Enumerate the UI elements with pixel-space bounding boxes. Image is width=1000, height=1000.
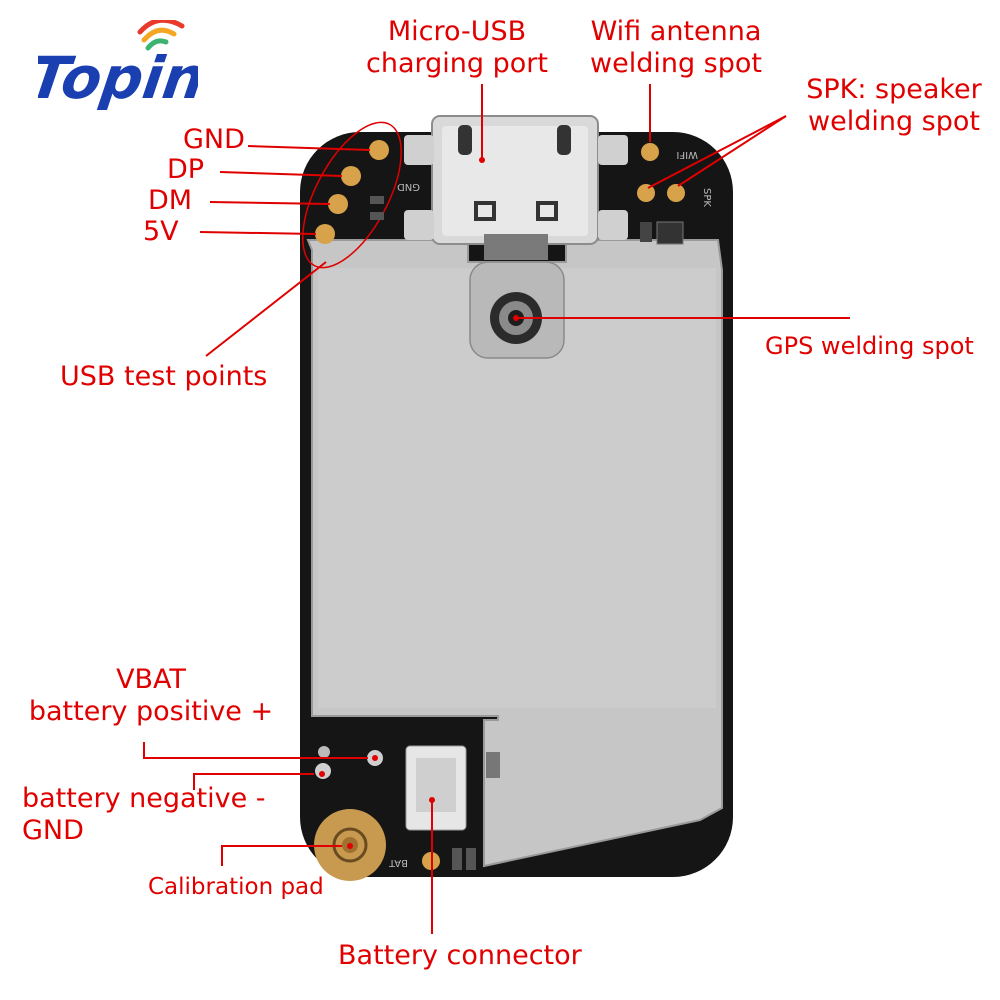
pad-spk-1 bbox=[637, 184, 655, 202]
micro-usb-tab-left bbox=[474, 201, 496, 221]
callout-lines bbox=[143, 84, 850, 934]
line-batt-neg bbox=[193, 773, 314, 790]
line-gnd bbox=[247, 145, 371, 151]
dot-calibration bbox=[347, 843, 353, 849]
dot-battery-connector bbox=[429, 797, 435, 803]
smd-comp bbox=[452, 848, 462, 870]
pad-dm bbox=[328, 194, 348, 214]
battery-connector-inner bbox=[416, 758, 456, 812]
smd-comp bbox=[656, 221, 684, 245]
pad-gnd bbox=[369, 140, 389, 160]
line-spk-1 bbox=[647, 115, 787, 189]
callout-dots bbox=[319, 157, 519, 849]
micro-usb-tab-right bbox=[536, 201, 558, 221]
pad-batt-neg bbox=[315, 763, 331, 779]
dot-batt-neg bbox=[319, 771, 325, 777]
label-spk-line2: welding spot bbox=[808, 106, 980, 137]
label-spk: SPK: speaker welding spot bbox=[792, 74, 996, 138]
logo-text: Topin bbox=[38, 44, 198, 110]
label-micro-usb: Micro-USB charging port bbox=[352, 16, 562, 80]
pad-dp bbox=[341, 166, 361, 186]
line-vbat bbox=[143, 742, 368, 759]
usb-clip-left bbox=[404, 135, 434, 165]
label-vbat-line2: battery positive + bbox=[28, 696, 274, 727]
label-calibration: Calibration pad bbox=[148, 874, 324, 900]
dot-vbat bbox=[372, 755, 378, 761]
label-wifi-line2: welding spot bbox=[590, 48, 762, 79]
line-dp bbox=[219, 171, 343, 177]
label-batt-neg: battery negative - GND bbox=[22, 783, 266, 847]
pad-small bbox=[318, 746, 330, 758]
micro-usb-slot-right bbox=[557, 125, 571, 155]
micro-usb-slot-left bbox=[458, 125, 472, 155]
signal-arc-3 bbox=[137, 20, 185, 35]
label-wifi-line1: Wifi antenna bbox=[590, 16, 762, 47]
label-dp: DP bbox=[167, 154, 205, 185]
silk-wifi: WIFI bbox=[676, 149, 698, 160]
label-batt-neg-line2: GND bbox=[22, 815, 84, 846]
line-usb-test-points bbox=[205, 261, 327, 357]
signal-arc-2 bbox=[141, 27, 177, 43]
pad-spk-2 bbox=[667, 184, 685, 202]
label-5v: 5V bbox=[143, 216, 179, 247]
pad-wifi bbox=[641, 143, 659, 161]
smd-comp bbox=[486, 752, 500, 778]
dot-micro-usb bbox=[479, 157, 485, 163]
label-spk-line1: SPK: speaker bbox=[806, 74, 982, 105]
smd-comp bbox=[370, 196, 384, 204]
pad-5v bbox=[315, 224, 335, 244]
silk-spk: SPK bbox=[701, 188, 712, 207]
line-dm bbox=[209, 201, 331, 205]
smd-comp bbox=[640, 222, 652, 242]
label-micro-usb-line2: charging port bbox=[366, 48, 548, 79]
silk-bat: BAT bbox=[388, 857, 408, 868]
label-vbat: VBAT battery positive + bbox=[18, 664, 284, 728]
label-gps: GPS welding spot bbox=[765, 332, 974, 360]
micro-usb-pins bbox=[484, 234, 548, 260]
signal-arc-1 bbox=[145, 38, 169, 51]
label-vbat-line1: VBAT bbox=[116, 664, 186, 695]
line-calibration bbox=[221, 845, 342, 866]
usb-test-points-outline bbox=[302, 121, 402, 269]
micro-usb-face bbox=[442, 126, 588, 236]
smd-comp bbox=[466, 848, 476, 870]
line-5v bbox=[199, 231, 317, 235]
line-spk-2 bbox=[677, 115, 787, 187]
label-usb-test-points: USB test points bbox=[60, 361, 268, 392]
dot-gps bbox=[513, 315, 519, 321]
label-battery-connector: Battery connector bbox=[338, 940, 582, 971]
topin-logo: Topin bbox=[38, 20, 198, 110]
label-dm: DM bbox=[148, 185, 193, 216]
label-gnd: GND bbox=[183, 124, 245, 155]
label-micro-usb-line1: Micro-USB bbox=[387, 16, 527, 47]
usb-clip-right-b bbox=[598, 210, 628, 240]
usb-clip-left-b bbox=[404, 210, 434, 240]
silk-gnd: GND bbox=[397, 181, 420, 192]
usb-clip-right bbox=[598, 135, 628, 165]
label-wifi: Wifi antenna welding spot bbox=[574, 16, 778, 80]
label-batt-neg-line1: battery negative - bbox=[22, 783, 266, 814]
smd-comp bbox=[370, 212, 384, 220]
